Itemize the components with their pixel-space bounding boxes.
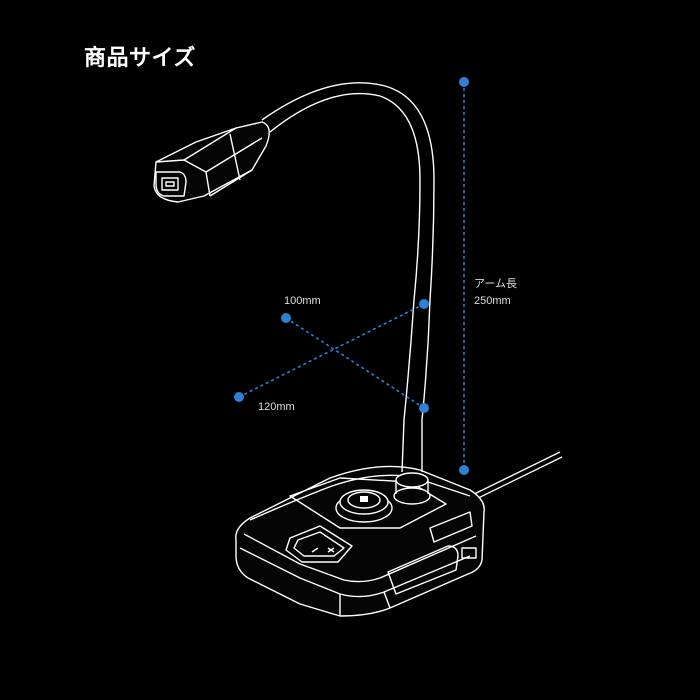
depth-label: 100mm [284, 295, 321, 307]
depth-endpoint [281, 313, 291, 323]
mic-head [153, 121, 270, 203]
page-title: 商品サイズ [84, 46, 196, 71]
depth-dimension-line [285, 317, 425, 409]
arm-endpoint-top [459, 77, 469, 87]
arm-length-caption: アーム長 [474, 278, 518, 290]
width-label: 120mm [258, 401, 295, 413]
width-endpoint [419, 299, 429, 309]
cable [461, 451, 563, 506]
depth-endpoint [419, 403, 429, 413]
arm-length-value: 250mm [474, 295, 511, 307]
arm-endpoint-bottom [459, 465, 469, 475]
microphone-base [235, 465, 485, 617]
width-endpoint [234, 392, 244, 402]
dimension-lines [234, 77, 469, 475]
width-dimension-line [238, 303, 425, 398]
gooseneck-arm [261, 82, 435, 473]
arm-length-label: アーム長 250mm [474, 276, 517, 310]
